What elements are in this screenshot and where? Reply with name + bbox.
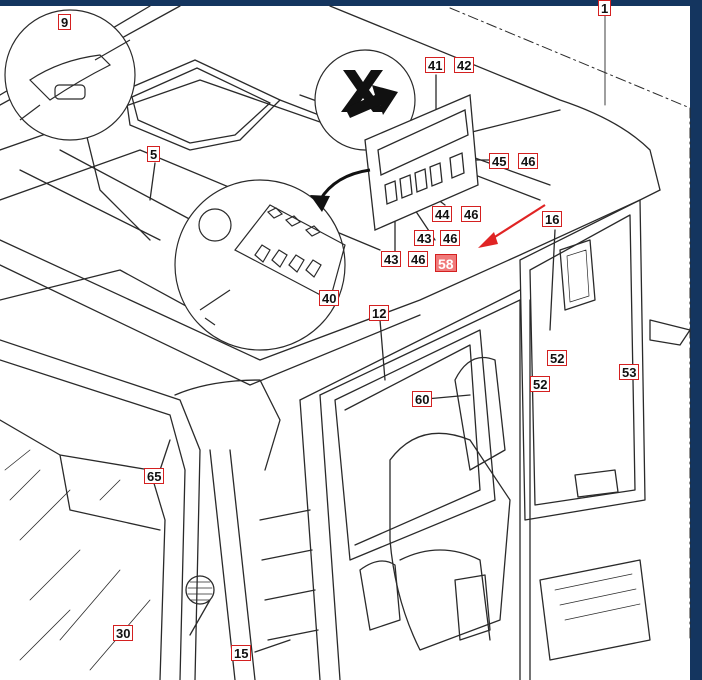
callout-46-a[interactable]: 46 — [518, 153, 539, 169]
callout-9[interactable]: 9 — [58, 14, 72, 30]
callout-43-b[interactable]: 43 — [381, 251, 402, 267]
callout-40[interactable]: 40 — [319, 290, 340, 306]
remove-x-arrow-icon — [341, 70, 398, 118]
inset-detail-top-left — [4, 9, 136, 141]
right-frame-bar — [690, 0, 702, 680]
callout-46-d[interactable]: 46 — [408, 251, 429, 267]
callout-43-a[interactable]: 43 — [414, 230, 435, 246]
callout-53[interactable]: 53 — [619, 364, 640, 380]
callout-16[interactable]: 16 — [542, 211, 563, 227]
callout-1[interactable]: 1 — [598, 0, 612, 16]
top-frame-bar — [0, 0, 702, 6]
callout-12[interactable]: 12 — [369, 305, 390, 321]
callout-15[interactable]: 15 — [231, 645, 252, 661]
callout-65[interactable]: 65 — [144, 468, 165, 484]
callout-46-c[interactable]: 46 — [440, 230, 461, 246]
inset-detail-switch-panel — [174, 179, 346, 351]
switch-panel — [364, 94, 479, 231]
rotate-arrow-icon — [310, 168, 371, 212]
callout-42[interactable]: 42 — [454, 57, 475, 73]
callout-5[interactable]: 5 — [147, 146, 161, 162]
callout-46-b[interactable]: 46 — [461, 206, 482, 222]
callout-52-b[interactable]: 52 — [530, 376, 551, 392]
callout-44[interactable]: 44 — [432, 206, 453, 222]
callout-41[interactable]: 41 — [425, 57, 446, 73]
callout-52-a[interactable]: 52 — [547, 350, 568, 366]
callout-60[interactable]: 60 — [412, 391, 433, 407]
callout-58-highlighted[interactable]: 58 — [435, 254, 457, 272]
callout-30[interactable]: 30 — [113, 625, 134, 641]
callout-45[interactable]: 45 — [489, 153, 510, 169]
pointer-arrow-icon — [478, 204, 546, 248]
